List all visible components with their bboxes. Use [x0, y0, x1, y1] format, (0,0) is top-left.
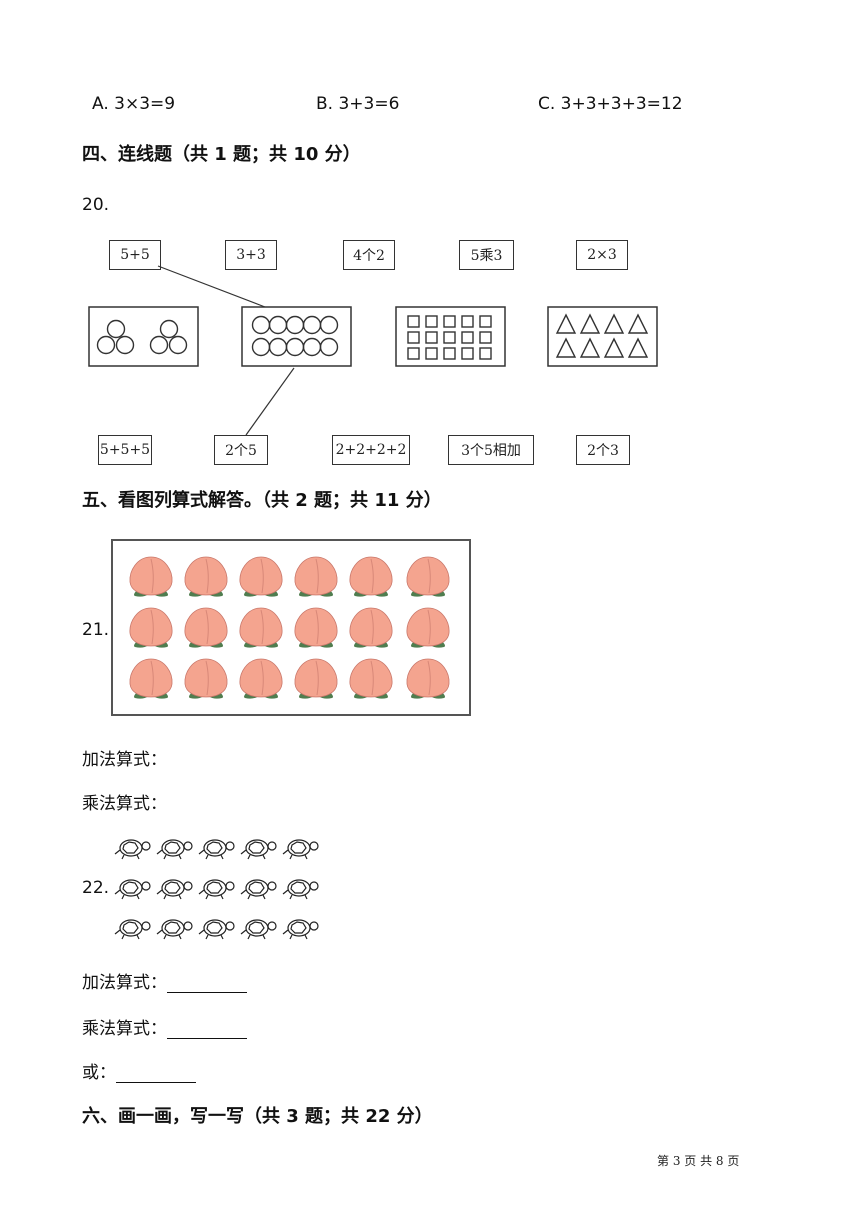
picture-circles-3-and-3	[88, 306, 199, 367]
match-bottom-box-2: 2个5	[214, 435, 268, 465]
q22-or-label: 或：	[82, 1063, 116, 1083]
q22-multiplication-line: 乘法算式：	[82, 1014, 247, 1039]
q22-addition-label: 加法算式：	[82, 973, 167, 993]
section-6-title: 六、画一画，写一写（共 3 题；共 22 分）	[82, 1106, 433, 1127]
option-c: C. 3+3+3+3=12	[538, 94, 683, 114]
picture-circles-2-rows-of-5	[241, 306, 352, 367]
match-top-box-5: 2×3	[576, 240, 628, 270]
question-22-number: 22.	[82, 878, 110, 898]
q22-addition-line: 加法算式：	[82, 968, 247, 993]
q22-or-blank[interactable]	[116, 1064, 196, 1083]
q22-multiplication-blank[interactable]	[167, 1020, 247, 1039]
q21-multiplication-label: 乘法算式：	[82, 794, 167, 814]
q21-addition-label: 加法算式：	[82, 750, 167, 770]
section-4-title: 四、连线题（共 1 题；共 10 分）	[82, 144, 361, 165]
picture-peaches	[111, 539, 471, 716]
question-20-number: 20.	[82, 195, 110, 215]
match-bottom-box-3: 2+2+2+2	[332, 435, 410, 465]
match-bottom-box-5: 2个3	[576, 435, 630, 465]
section-5-title: 五、看图列算式解答。（共 2 题；共 11 分）	[82, 490, 442, 511]
picture-squares-3-rows-of-5	[395, 306, 506, 367]
option-b: B. 3+3=6	[316, 94, 400, 114]
match-bottom-box-1: 5+5+5	[98, 435, 152, 465]
q22-addition-blank[interactable]	[167, 974, 247, 993]
match-top-box-1: 5+5	[109, 240, 161, 270]
option-a: A. 3×3=9	[92, 94, 176, 114]
q22-or-line: 或：	[82, 1058, 196, 1083]
page-footer: 第 3 页 共 8 页	[657, 1154, 740, 1168]
question-21-number: 21.	[82, 620, 110, 640]
picture-turtles	[114, 839, 319, 940]
match-top-box-3: 4个2	[343, 240, 395, 270]
picture-triangles-2-rows-of-4	[547, 306, 658, 367]
match-top-box-4: 5乘3	[459, 240, 514, 270]
match-top-box-2: 3+3	[225, 240, 277, 270]
match-bottom-box-4: 3个5相加	[448, 435, 534, 465]
q22-multiplication-label: 乘法算式：	[82, 1019, 167, 1039]
